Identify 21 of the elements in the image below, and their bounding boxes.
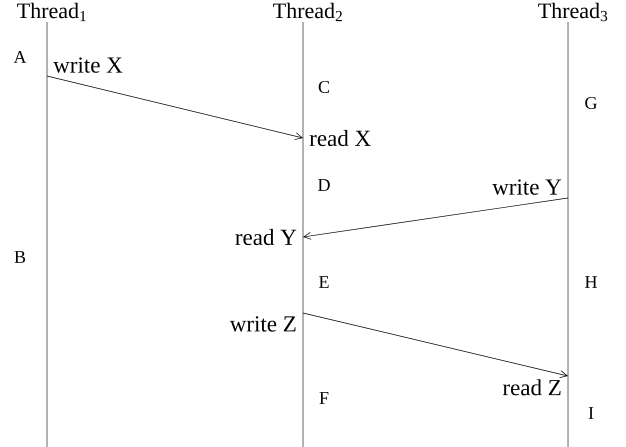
event-label: write Z — [230, 316, 296, 332]
message-arrow — [302, 312, 568, 378]
state-letter: I — [588, 407, 594, 419]
state-letter: A — [14, 51, 26, 63]
event-label: read X — [310, 130, 371, 146]
state-letter: B — [14, 251, 26, 263]
state-letter: D — [318, 179, 330, 191]
event-label: read Y — [235, 228, 296, 246]
thread-title: Thread$_{3}$ — [538, 2, 608, 22]
thread-title: Thread$_{2}$ — [273, 2, 342, 22]
message-arrow — [46, 76, 303, 140]
event-label: read Z — [502, 379, 561, 396]
state-letter: G — [585, 96, 597, 110]
state-letter: H — [585, 276, 597, 288]
state-letter: F — [320, 392, 328, 404]
event-label: write X — [53, 57, 122, 73]
state-letter: E — [319, 276, 329, 288]
state-letter: C — [318, 80, 329, 94]
message-arrow — [303, 198, 568, 240]
thread-title: Thread$_{1}$ — [17, 2, 86, 22]
event-label: write Y — [492, 179, 562, 195]
